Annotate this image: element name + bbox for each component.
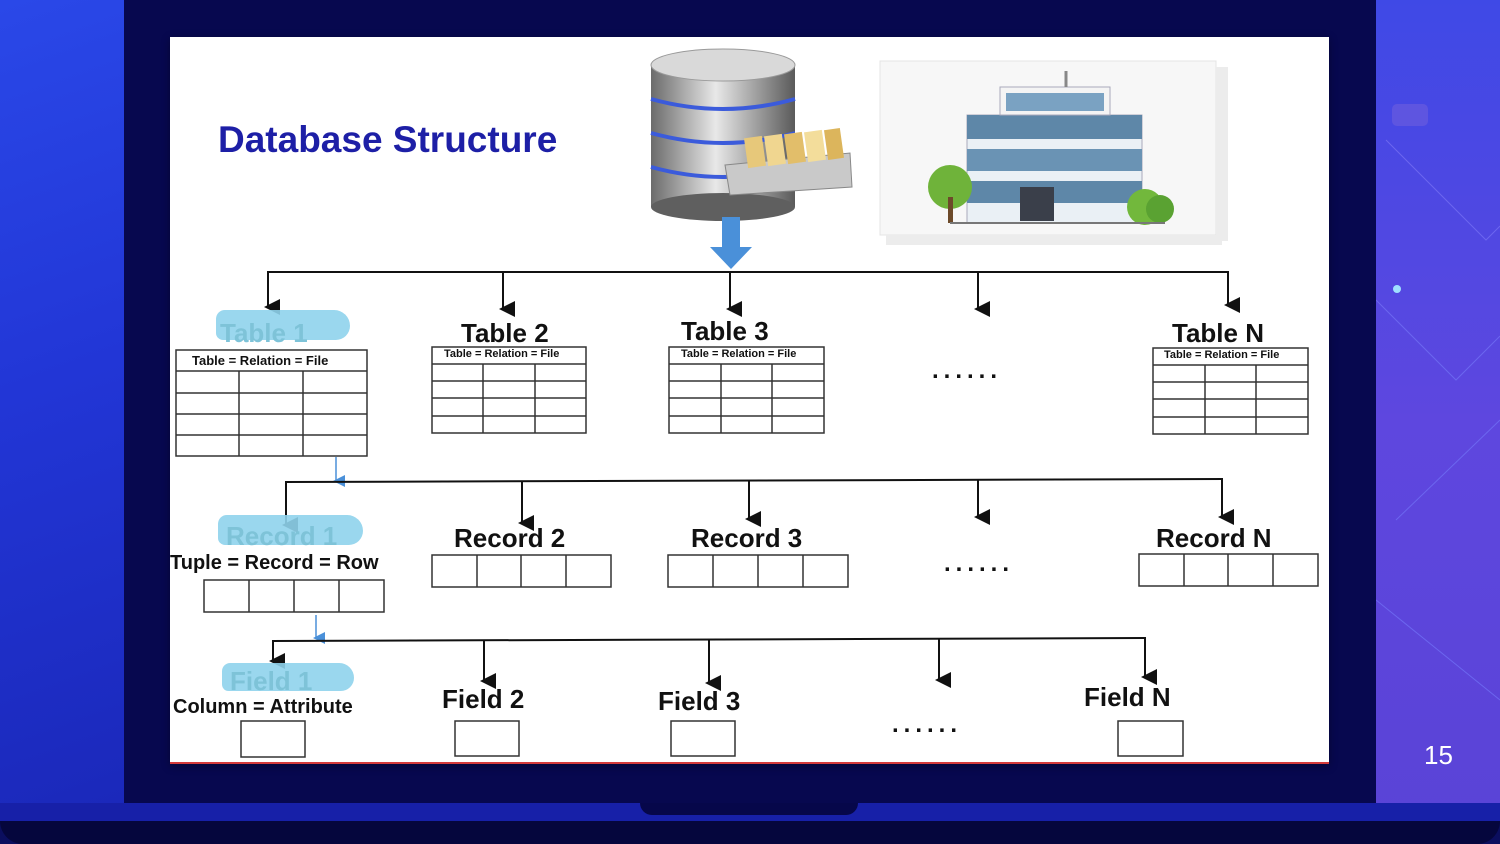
field-label-1: Field 1: [230, 666, 313, 696]
table-caption-n: Table = Relation = File: [1164, 349, 1280, 361]
field-cell-2: [454, 720, 520, 757]
arrow-down-icon: [710, 217, 752, 269]
table-label-1: Table 1: [220, 318, 308, 348]
structure-diagram: [175, 48, 1319, 758]
record-label-2: Record 2: [454, 523, 566, 553]
fields-ellipsis: ......: [892, 711, 963, 738]
office-building-icon: [879, 60, 1228, 245]
field-label-3: Field 3: [658, 686, 741, 716]
record-label-1: Record 1: [226, 521, 338, 551]
highlight-table-1: [216, 310, 350, 340]
table-caption-1: Table = Relation = File: [192, 353, 329, 368]
background-right-panel: [1376, 0, 1500, 844]
table-caption-2: Table = Relation = File: [444, 348, 560, 360]
records-connector: [282, 478, 1234, 533]
chat-bubble-icon: [1392, 104, 1428, 126]
field-cell-1: [240, 720, 306, 758]
record-label-3: Record 3: [691, 523, 803, 553]
laptop-notch: [640, 803, 858, 815]
slide: Database Structure: [170, 37, 1329, 764]
field-label-2: Field 2: [442, 684, 525, 714]
tables-connector: [264, 271, 1240, 317]
laptop-base: [0, 803, 1500, 844]
table-label-2: Table 2: [461, 318, 549, 348]
record-cells-3: [667, 554, 849, 588]
tables-ellipsis: ......: [932, 357, 1003, 384]
record-caption-1: Tuple = Record = Row: [170, 552, 379, 574]
page-number: 15: [1424, 740, 1453, 770]
database-drawer-icon: [650, 48, 853, 221]
field-cell-3: [670, 720, 736, 757]
record-cells-n: [1138, 553, 1319, 587]
table-label-3: Table 3: [681, 316, 769, 346]
background-left-panel: [0, 0, 124, 844]
record-label-n: Record N: [1156, 523, 1272, 553]
table-grid-2: [431, 346, 587, 434]
slide-bottom-border: [170, 762, 1329, 764]
table-caption-3: Table = Relation = File: [681, 348, 797, 360]
table-grid-n: [1152, 347, 1309, 435]
highlight-field-1: [222, 663, 354, 691]
slide-title: Database Structure: [218, 119, 558, 160]
table-grid-1: [175, 349, 368, 457]
records-ellipsis: ......: [944, 550, 1015, 577]
table-grid-3: [668, 346, 825, 434]
field-caption-1: Column = Attribute: [173, 696, 353, 718]
decor-lines: [1376, 104, 1500, 701]
glow-dot: [1393, 285, 1401, 293]
field-label-n: Field N: [1084, 682, 1171, 712]
field-cell-n: [1117, 720, 1184, 757]
fields-connector: [269, 637, 1157, 691]
highlight-record-1: [218, 515, 363, 545]
table-label-n: Table N: [1172, 318, 1264, 348]
record-cells-2: [431, 554, 612, 588]
record-cells-1: [203, 579, 385, 613]
